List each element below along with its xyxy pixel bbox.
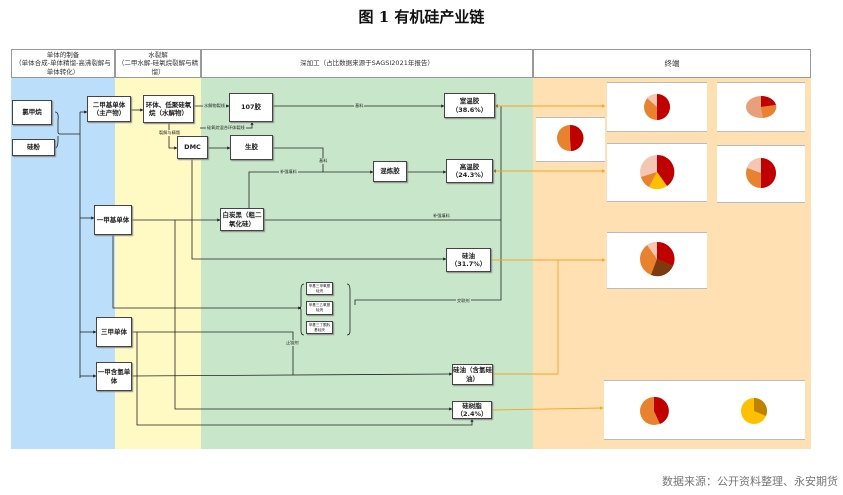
node-chloromethane: 氯甲烷 xyxy=(12,100,52,125)
figure-title: 图 1 有机硅产业链 xyxy=(358,8,485,26)
node-raw-rubber: 生胶 xyxy=(230,135,273,160)
label-mix-line: 硅氧烷混合环体裂线 xyxy=(206,125,246,131)
node-methyltriethoxysilane: 甲基三乙氧基硅烷 xyxy=(306,301,333,315)
node-methyltributanoximinosilane: 甲基三丁酮肟基硅烷 xyxy=(306,321,333,334)
node-dimethyl-monomer: 二甲基单体 （主产物） xyxy=(87,96,131,122)
label-chain-stopper: 止链剂 xyxy=(285,340,300,346)
terminal-pie-thumbnail xyxy=(717,145,805,203)
data-source-note: 数据来源：公开资料整理、永安期货 xyxy=(662,475,838,488)
terminal-pie-thumbnail xyxy=(607,143,707,202)
node-silicon-powder: 硅粉 xyxy=(12,139,55,156)
header-hydrolysis: 水裂解 （二甲水解-硅氧烷裂解与精馏） xyxy=(115,49,201,78)
label-hydrolysis-line: 水解物裂线 xyxy=(203,103,226,109)
header-deep-processing: 深加工（占比数据来源于SAGSI2021年报告） xyxy=(201,49,533,78)
node-silicone-resin: 硅树脂 （2.4%） xyxy=(452,401,492,419)
label-crosslinker: 交联剂 xyxy=(456,298,471,304)
node-dmc: DMC xyxy=(177,136,208,159)
label-crack: 裂解与精馏 xyxy=(158,130,181,136)
label-filler-2: 补强填料 xyxy=(432,213,451,219)
terminal-pie-thumbnail xyxy=(717,82,805,132)
node-monomethyl-monomer: 一甲基单体 xyxy=(94,205,132,235)
label-filler-1: 补强填料 xyxy=(279,169,298,175)
terminal-pie-thumbnail xyxy=(604,380,805,440)
terminal-pie-thumbnail xyxy=(536,117,605,162)
node-silica: 白炭黑（粗二氧化硅） xyxy=(220,208,264,231)
node-107-rubber: 107胶 xyxy=(229,93,273,122)
header-monomer: 单体的制备 （单体合成-单体精馏-高沸裂解与单体转化） xyxy=(11,49,115,78)
node-silicone-oil: 硅油 （31.7%） xyxy=(446,248,491,272)
label-base-2: 基料 xyxy=(318,158,329,164)
node-trimethyl-monomer: 三甲单体 xyxy=(96,317,132,347)
terminal-pie-thumbnail xyxy=(607,232,707,289)
label-base-1: 基料 xyxy=(354,103,365,109)
node-cyclic-siloxane: 环体、低聚硅氧烷（水解物） xyxy=(143,95,194,123)
node-hydrogen-silicone-oil: 硅油（含氢硅油） xyxy=(452,364,493,385)
node-mixed-rubber: 混炼胶 xyxy=(373,161,407,182)
node-rtv-rubber: 室温胶 （38.6%） xyxy=(444,93,495,118)
terminal-pie-thumbnail xyxy=(607,82,707,132)
node-methylhydrogen-monomer: 一甲含氢单体 xyxy=(96,362,132,391)
node-methyltrimethoxysilane: 甲基三甲氧基硅烷 xyxy=(306,282,333,295)
header-terminal: 终端 xyxy=(533,49,811,78)
node-htv-rubber: 高温胶 （24.3%） xyxy=(446,159,493,183)
